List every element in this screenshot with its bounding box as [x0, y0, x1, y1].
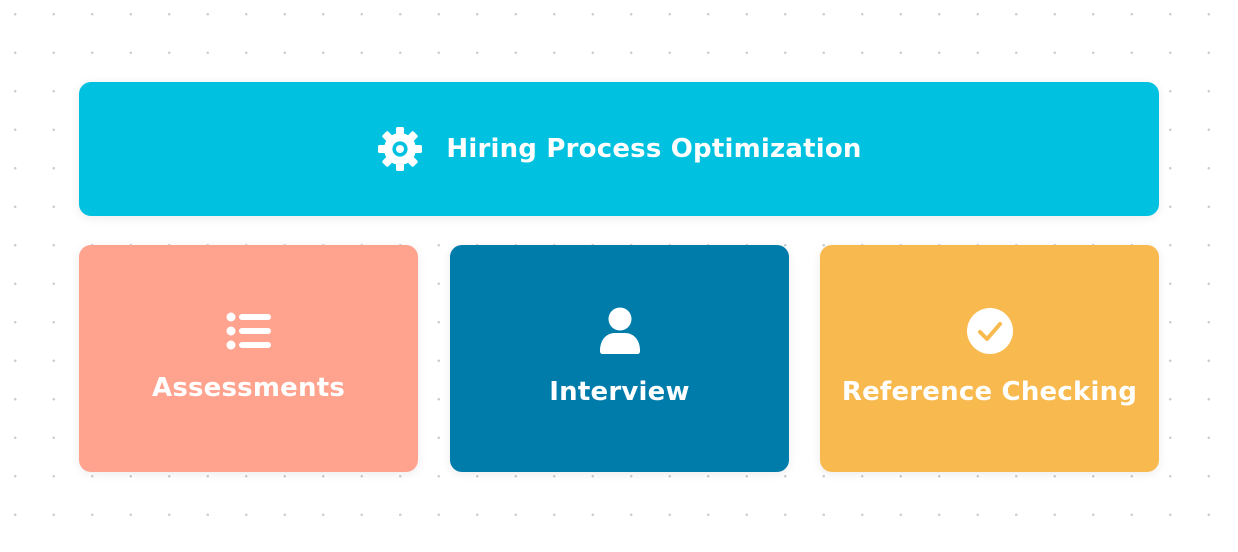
interview-label: Interview	[549, 376, 690, 407]
interview-card: Interview	[450, 245, 789, 472]
check-circle-icon	[966, 307, 1014, 355]
assessments-label: Assessments	[152, 372, 345, 403]
header-card: Hiring Process Optimization	[79, 82, 1159, 216]
assessments-card: Assessments	[79, 245, 418, 472]
user-icon	[598, 307, 642, 355]
header-title: Hiring Process Optimization	[446, 134, 862, 164]
gear-icon	[376, 125, 424, 173]
reference-checking-card: Reference Checking	[820, 245, 1159, 472]
list-icon	[226, 311, 272, 351]
reference-checking-label: Reference Checking	[841, 376, 1138, 407]
